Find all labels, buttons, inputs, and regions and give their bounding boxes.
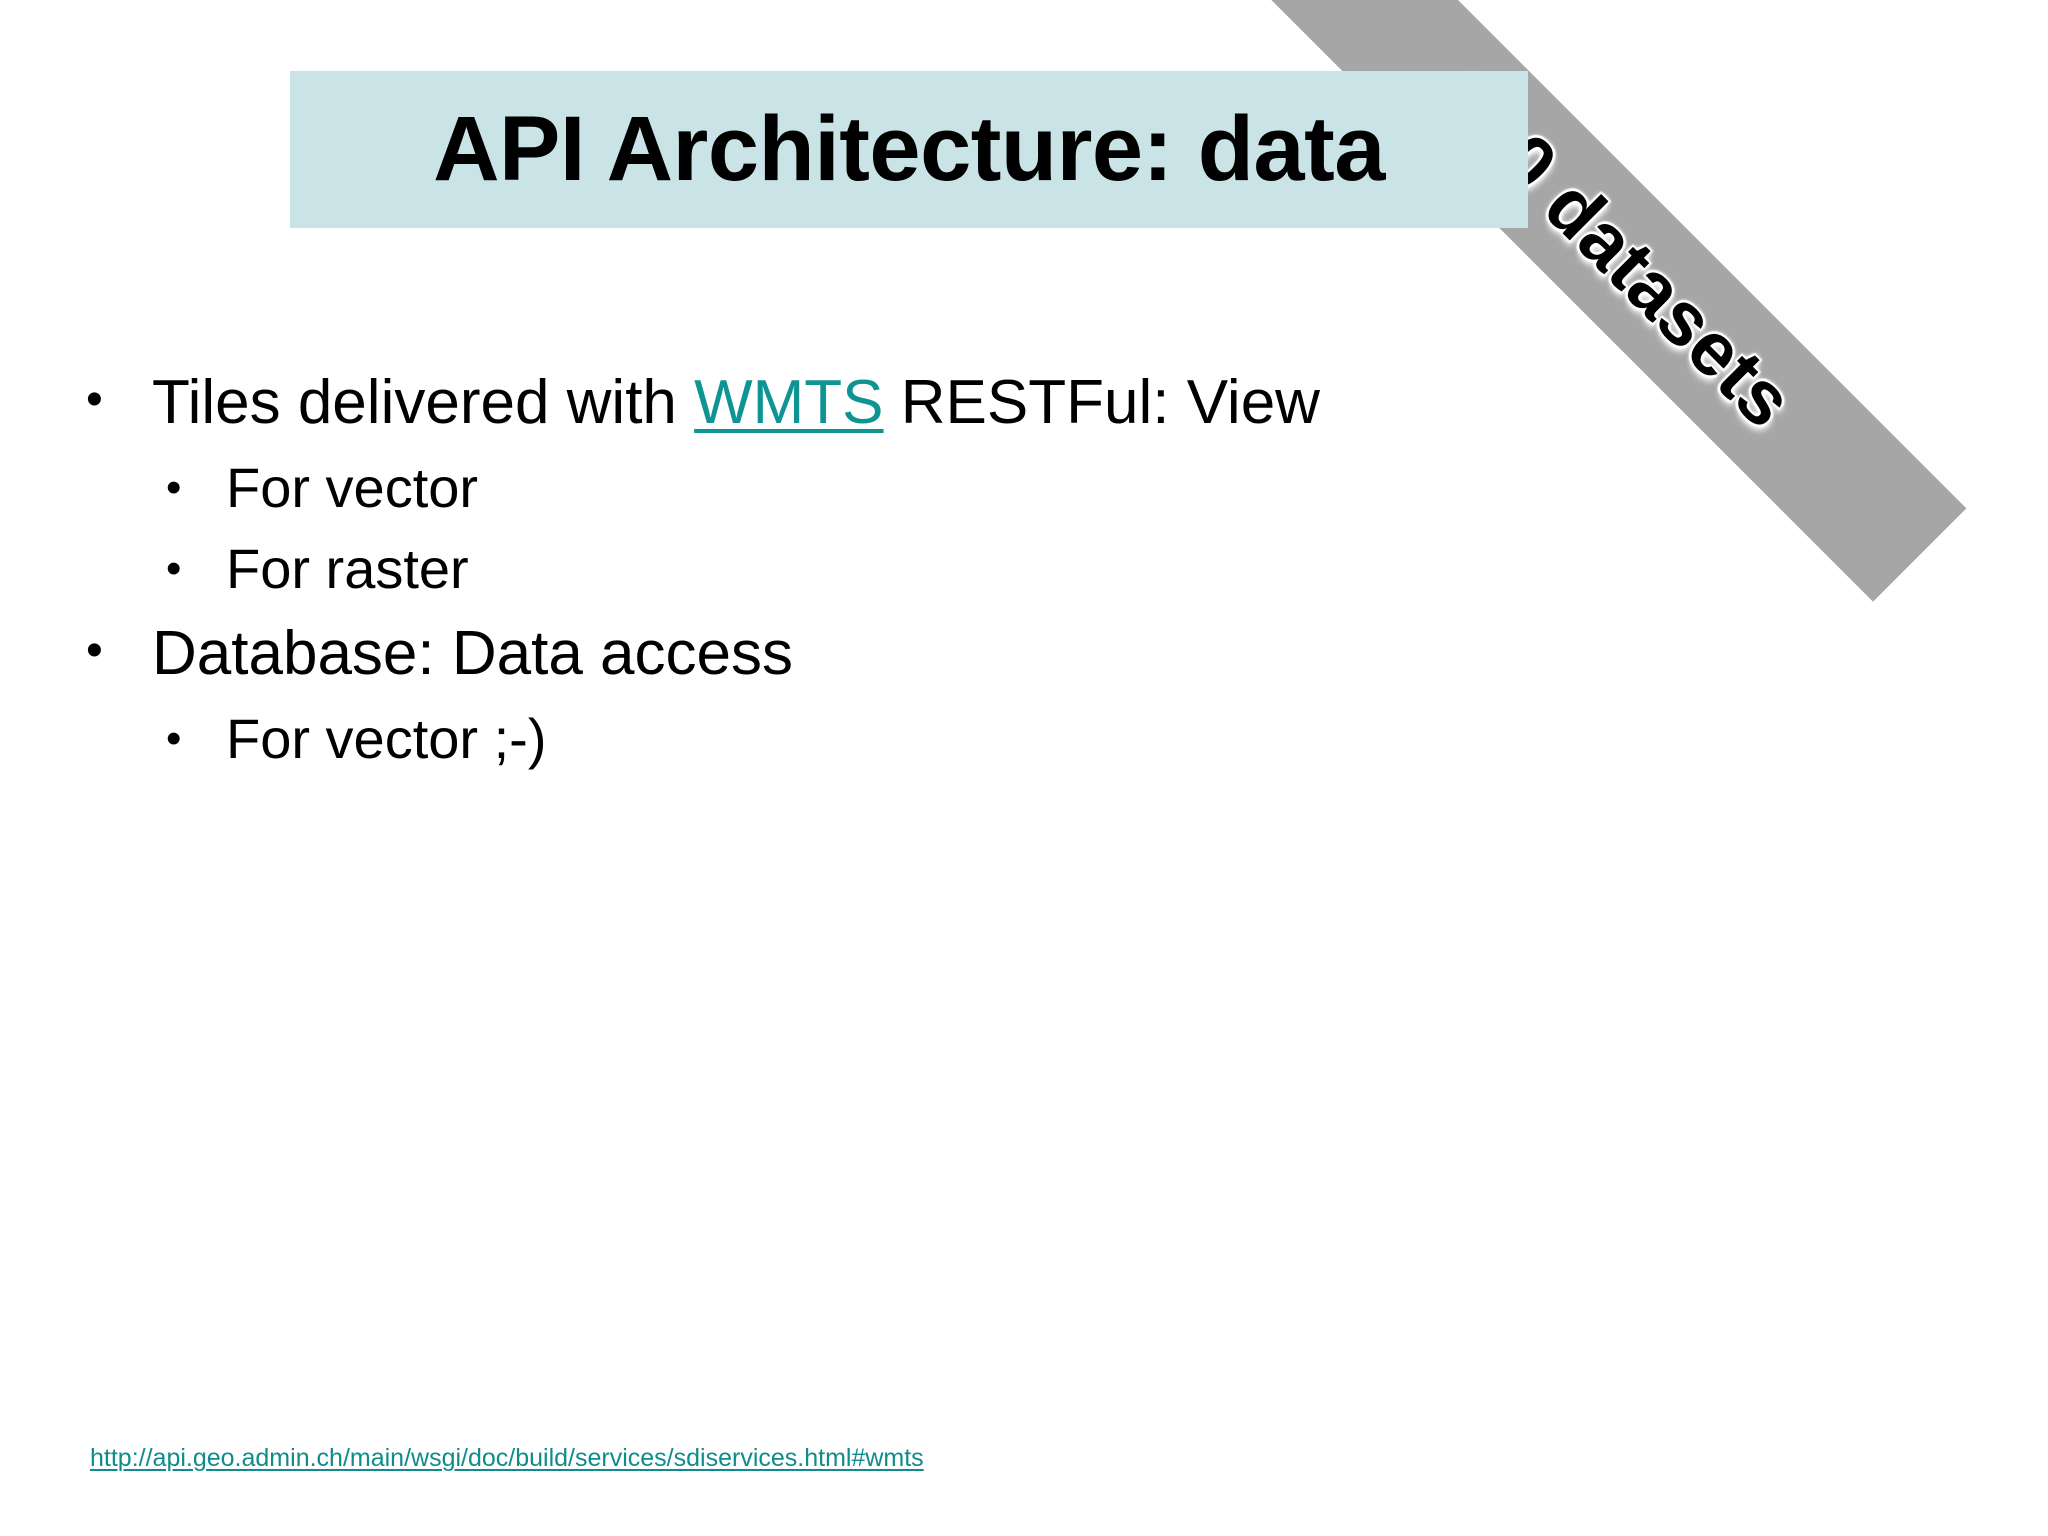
slide-title-box: API Architecture: data <box>290 71 1528 228</box>
bullet-marker-icon: • <box>166 463 182 513</box>
bullet-marker-icon: • <box>86 623 103 677</box>
wmts-link[interactable]: WMTS <box>694 368 884 437</box>
bullet-item-for-vector: • For vector <box>86 457 1786 520</box>
bullet-text-for-vector-smiley: For vector ;-) <box>226 707 547 771</box>
bullet-item-database: • Database: Data access <box>86 619 1786 688</box>
bullet-text-for-vector: For vector <box>226 456 479 520</box>
bullet-item-tiles: • Tiles delivered with WMTS RESTFul: Vie… <box>86 368 1786 437</box>
bullet-text-tiles-suffix: RESTFul: View <box>883 368 1320 437</box>
page-title: API Architecture: data <box>433 98 1385 201</box>
bullet-marker-icon: • <box>86 373 103 426</box>
bullet-item-for-raster: • For raster <box>86 537 1786 601</box>
slide-body: • Tiles delivered with WMTS RESTFul: Vie… <box>86 368 1786 789</box>
bullet-text-database: Database: Data access <box>152 618 794 688</box>
bullet-item-for-vector-smiley: • For vector ;-) <box>86 708 1786 771</box>
bullet-text-for-raster: For raster <box>226 537 469 601</box>
bullet-text-tiles: Tiles delivered with WMTS RESTFul: View <box>152 368 1786 437</box>
bullet-marker-icon: • <box>166 544 182 594</box>
bullet-text-tiles-prefix: Tiles delivered with <box>152 368 695 437</box>
footer-source-link[interactable]: http://api.geo.admin.ch/main/wsgi/doc/bu… <box>90 1444 924 1472</box>
bullet-marker-icon: • <box>166 714 182 764</box>
